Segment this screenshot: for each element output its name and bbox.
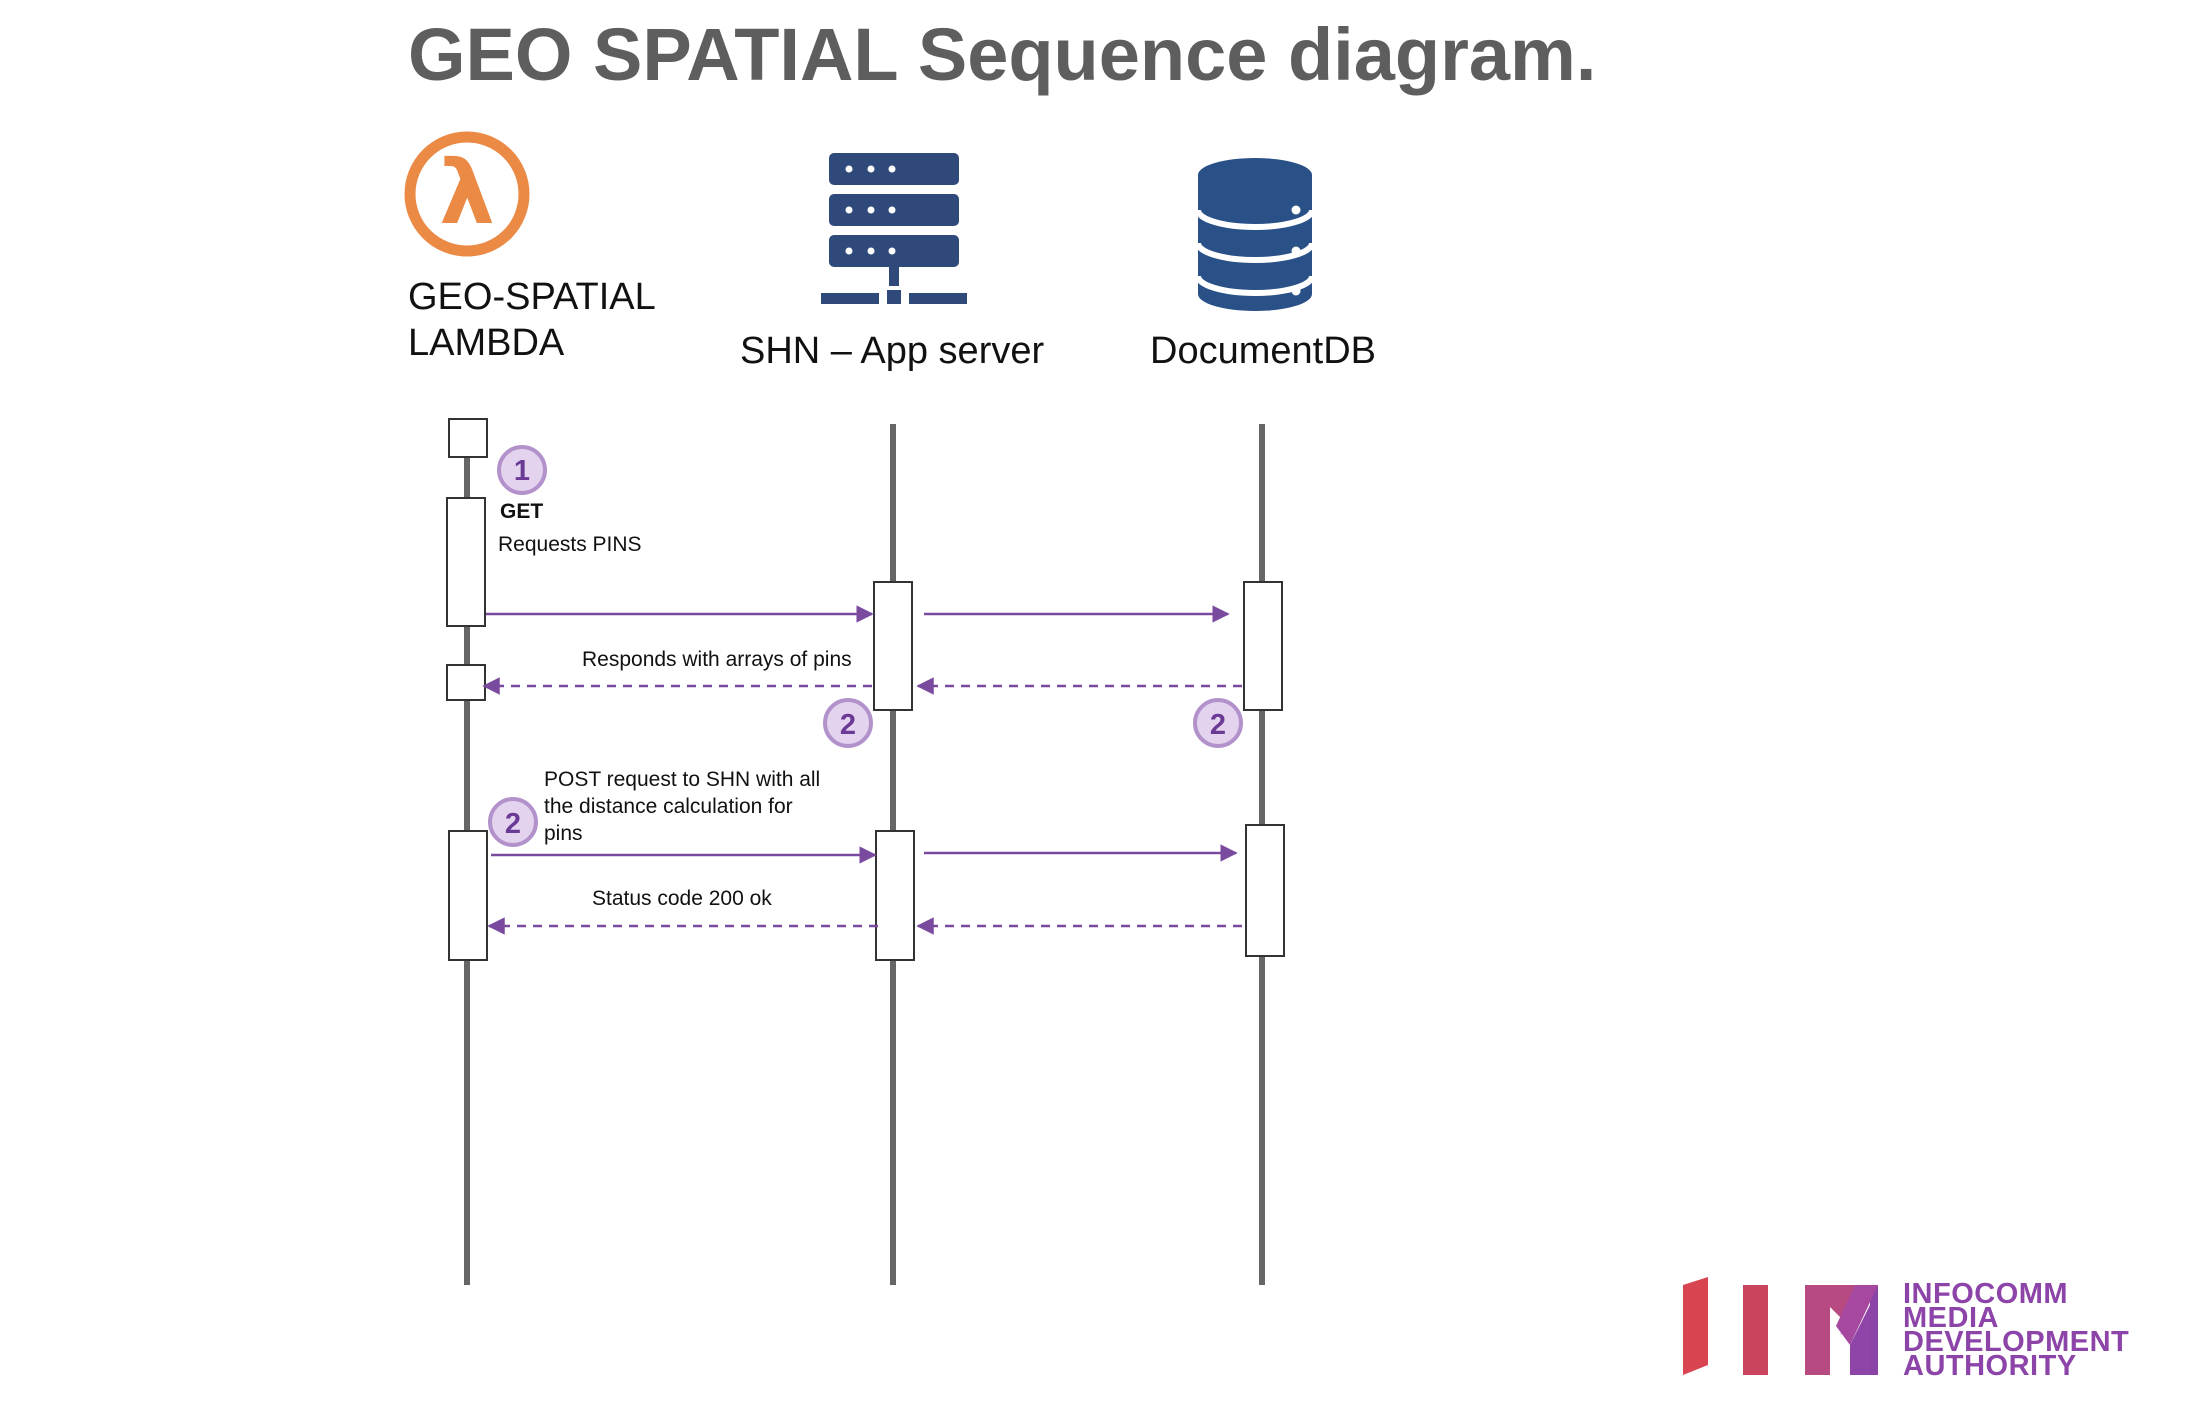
database-icon [1195,158,1315,311]
svg-text:1: 1 [514,455,530,487]
svg-text:2: 2 [505,808,521,840]
server-icon [821,153,967,304]
activation-lambda-post [448,830,488,961]
lambda-icon: λ [404,131,530,257]
message-post-request: POST request to SHN with all the distanc… [544,766,820,847]
activation-documentdb-2 [1245,824,1285,957]
logo-line3: DEVELOPMENT [1903,1326,2130,1358]
logo-line4: AUTHORITY [1903,1350,2077,1382]
message-post-line2: the distance calculation for [544,795,793,818]
activation-documentdb-1 [1243,581,1283,711]
activation-app-server-2 [875,830,915,961]
actor-label-lambda-line1: GEO-SPATIAL [408,276,656,318]
actor-label-documentdb: DocumentDB [1150,330,1376,372]
activation-lambda-get [446,497,486,627]
message-status-200: Status code 200 ok [592,887,772,910]
step-badge-2-app-server: 2 [823,698,873,748]
actor-label-app-server: SHN – App server [740,330,1045,372]
step-badge-1: 1 [497,445,547,495]
imda-logo-mark [1683,1277,1878,1375]
actor-label-lambda-line2: LAMBDA [408,322,565,364]
svg-text:λ: λ [439,141,495,244]
message-post-line3: pins [544,822,583,845]
activation-lambda-start [448,418,488,458]
message-responds-pins: Responds with arrays of pins [582,648,852,671]
activation-lambda-response [446,664,486,701]
message-post-line1: POST request to SHN with all [544,768,821,791]
activation-app-server-1 [873,581,913,711]
message-get-method: GET [500,500,544,523]
page-title: GEO SPATIAL Sequence diagram. [408,13,1597,96]
message-requests-pins: Requests PINS [498,533,642,556]
step-badge-2-documentdb: 2 [1193,698,1243,748]
imda-logo-text: INFOCOMM MEDIA DEVELOPMENT AUTHORITY [1903,1278,2130,1382]
logo-line1: INFOCOMM [1903,1278,2069,1310]
svg-text:2: 2 [1210,709,1226,741]
logo-line2: MEDIA [1903,1302,1999,1334]
actor-label-lambda: GEO-SPATIAL LAMBDA [408,274,656,366]
svg-text:2: 2 [840,709,856,741]
step-badge-2-post: 2 [488,797,538,847]
